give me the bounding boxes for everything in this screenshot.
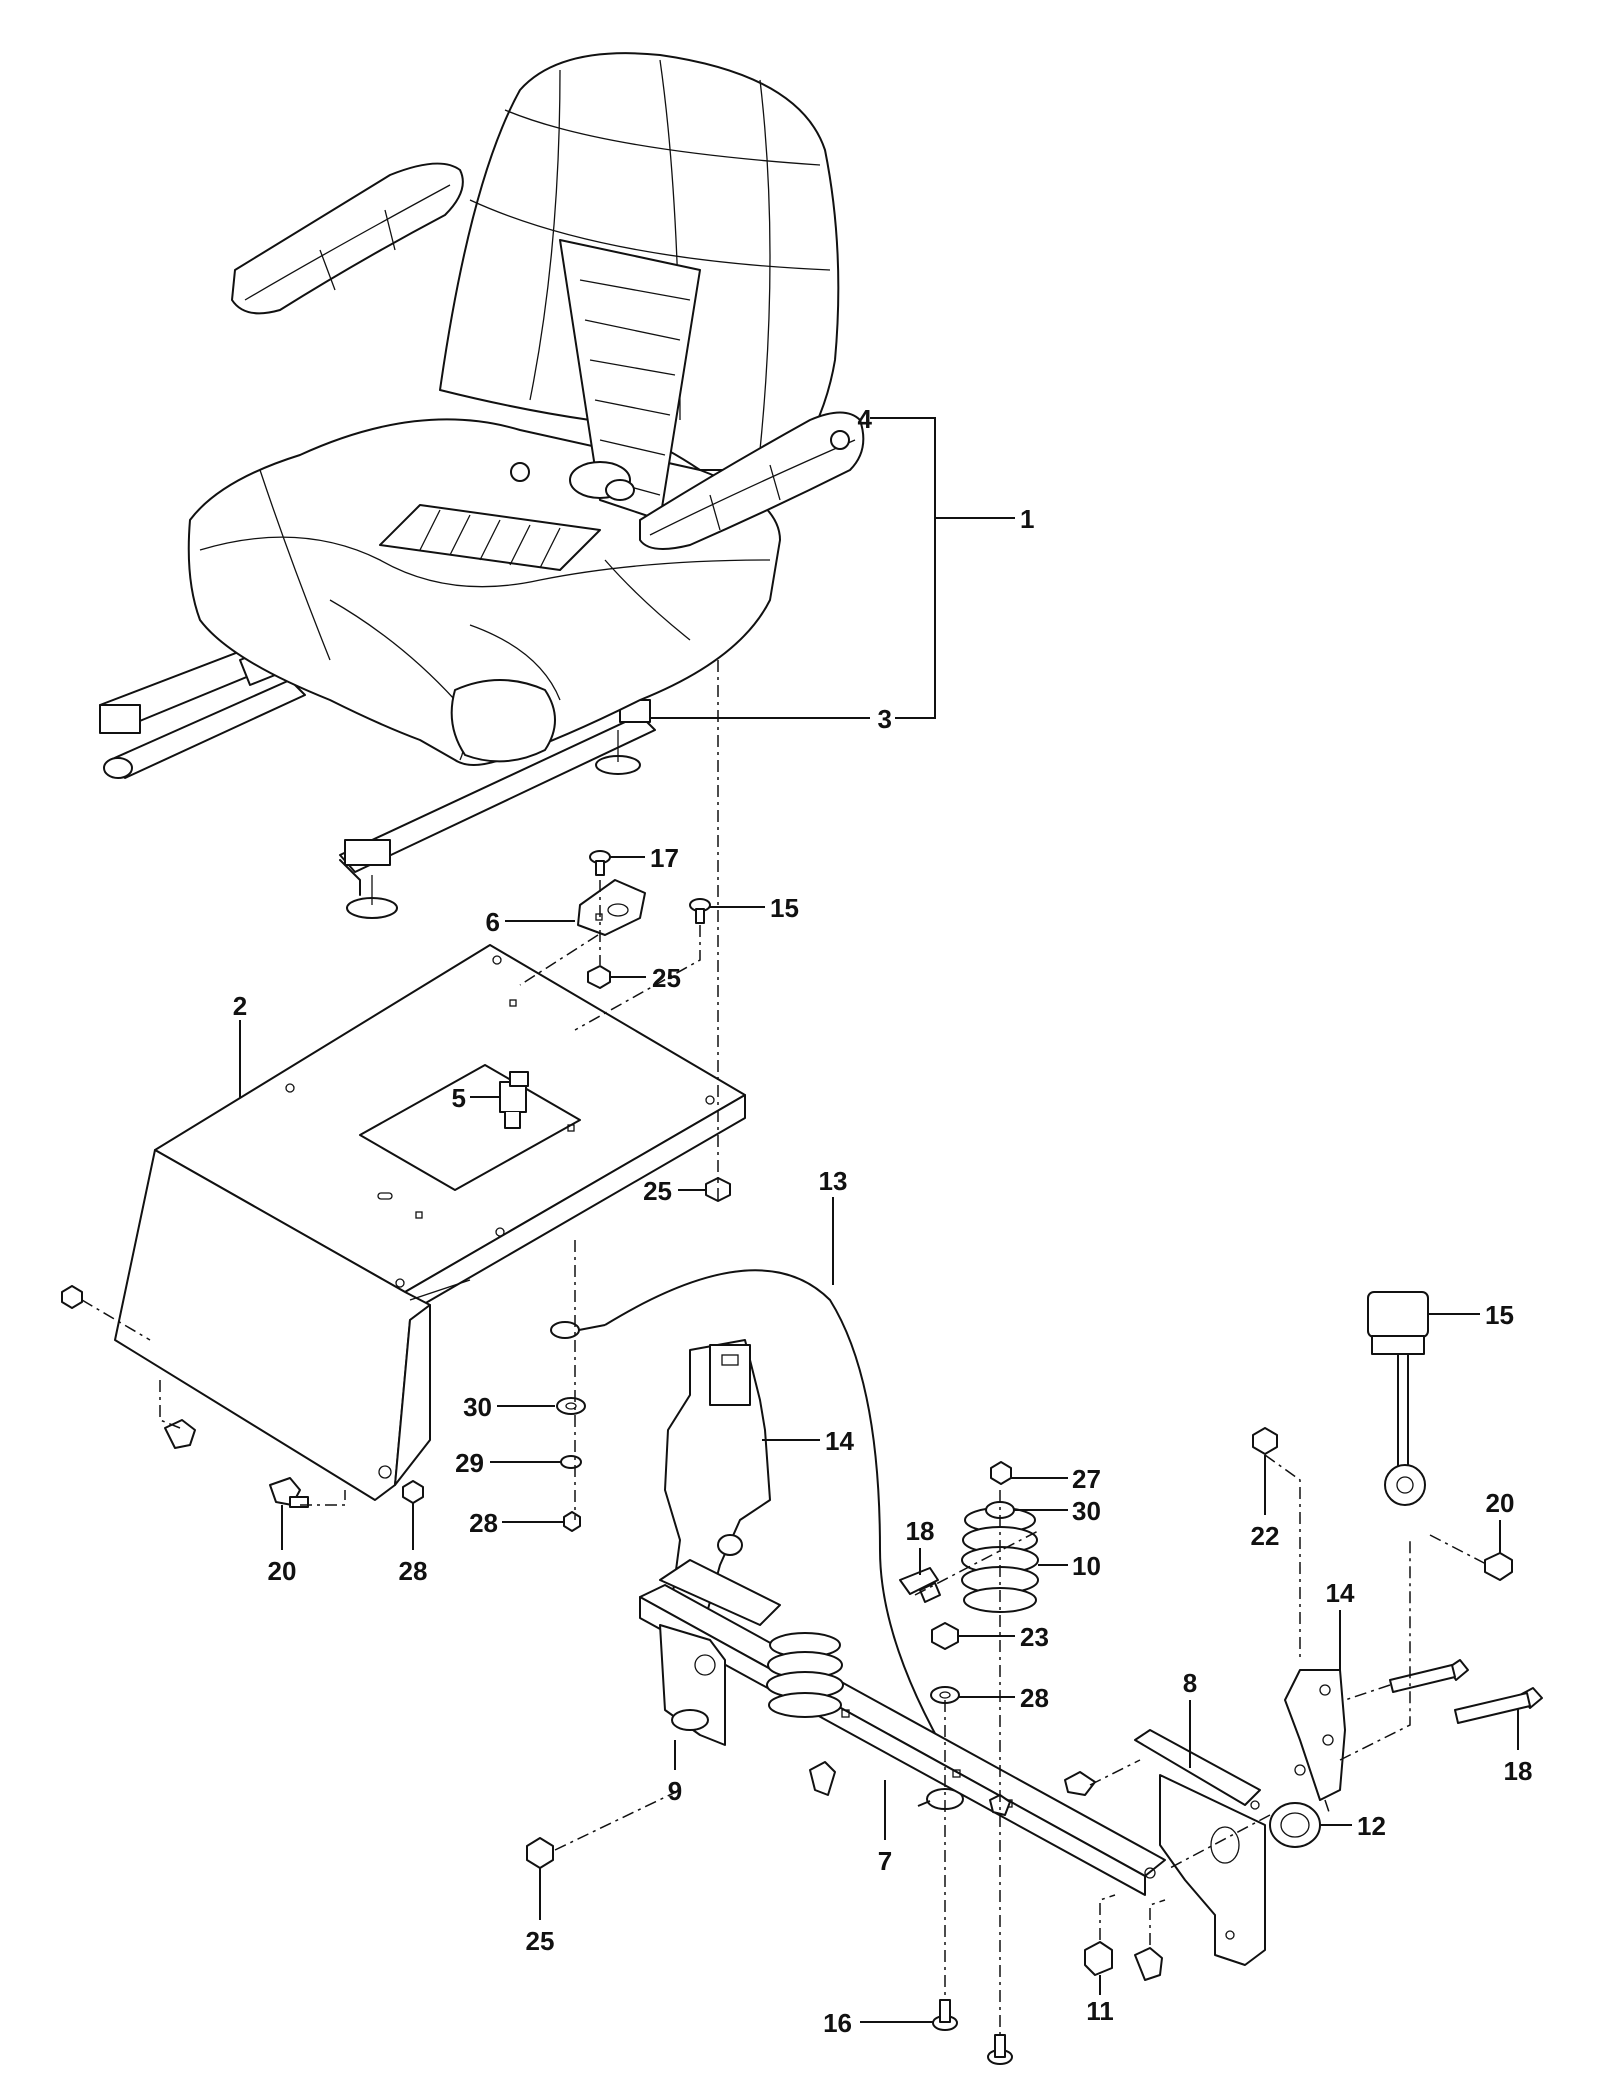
callout-label: 28 <box>399 1556 428 1586</box>
callout-label: 27 <box>1072 1464 1101 1494</box>
callout-label: 12 <box>1357 1811 1386 1841</box>
armrest-left <box>231 162 464 315</box>
seat-belt-tongue <box>1367 1291 1429 1506</box>
callout-label: 9 <box>668 1776 682 1806</box>
callout-label: 1 <box>1020 504 1034 534</box>
hardware-frame <box>526 1427 1543 2065</box>
callout-label: 28 <box>469 1508 498 1538</box>
callout-label: 20 <box>268 1556 297 1586</box>
armrest-right <box>639 411 865 550</box>
callout-label: 14 <box>1326 1578 1355 1608</box>
bracket-6 <box>577 879 646 936</box>
center-lines <box>81 660 1489 2040</box>
callout-label: 17 <box>650 843 679 873</box>
callout-label: 11 <box>1086 1996 1114 2026</box>
leader-lines <box>239 417 1519 2023</box>
callout-label: 18 <box>906 1516 935 1546</box>
seat-assembly <box>99 52 865 919</box>
seat-belt-buckle <box>664 1339 771 1621</box>
callout-label: 20 <box>1486 1488 1515 1518</box>
callout-label: 25 <box>652 963 681 993</box>
callout-label: 25 <box>526 1926 555 1956</box>
mount-bar-7 <box>639 1584 1166 1896</box>
callout-label: 10 <box>1072 1551 1101 1581</box>
callout-labels: 4 1 3 17 15 6 25 2 5 25 13 15 30 14 29 2… <box>233 404 1533 2038</box>
bracket-14 <box>1284 1669 1346 1801</box>
callout-label: 29 <box>455 1448 484 1478</box>
callout-label: 16 <box>823 2008 852 2038</box>
callout-label: 5 <box>452 1083 466 1113</box>
callout-label: 14 <box>825 1426 854 1456</box>
callout-label: 7 <box>878 1846 892 1876</box>
callout-label: 4 <box>858 404 873 434</box>
callout-label: 22 <box>1251 1521 1280 1551</box>
callout-label: 30 <box>1072 1496 1101 1526</box>
cable-13 <box>550 1269 966 1810</box>
callout-label: 25 <box>643 1176 672 1206</box>
callout-label: 18 <box>1504 1756 1533 1786</box>
callout-label: 15 <box>770 893 799 923</box>
seat-pan <box>114 944 746 1501</box>
bracket-8 <box>1134 1729 1266 1966</box>
callout-label: 2 <box>233 991 247 1021</box>
fasteners-pan <box>61 850 731 1532</box>
callout-label: 8 <box>1183 1668 1197 1698</box>
bracket-9 <box>659 1559 781 1746</box>
callout-label: 28 <box>1020 1683 1049 1713</box>
seat-switch <box>499 1071 529 1129</box>
callout-label: 13 <box>819 1166 848 1196</box>
callout-label: 6 <box>486 907 500 937</box>
callout-label: 3 <box>878 704 892 734</box>
callout-label: 30 <box>463 1392 492 1422</box>
spring-lower <box>766 1632 844 1718</box>
callout-label: 15 <box>1485 1300 1514 1330</box>
callout-label: 23 <box>1020 1622 1049 1652</box>
